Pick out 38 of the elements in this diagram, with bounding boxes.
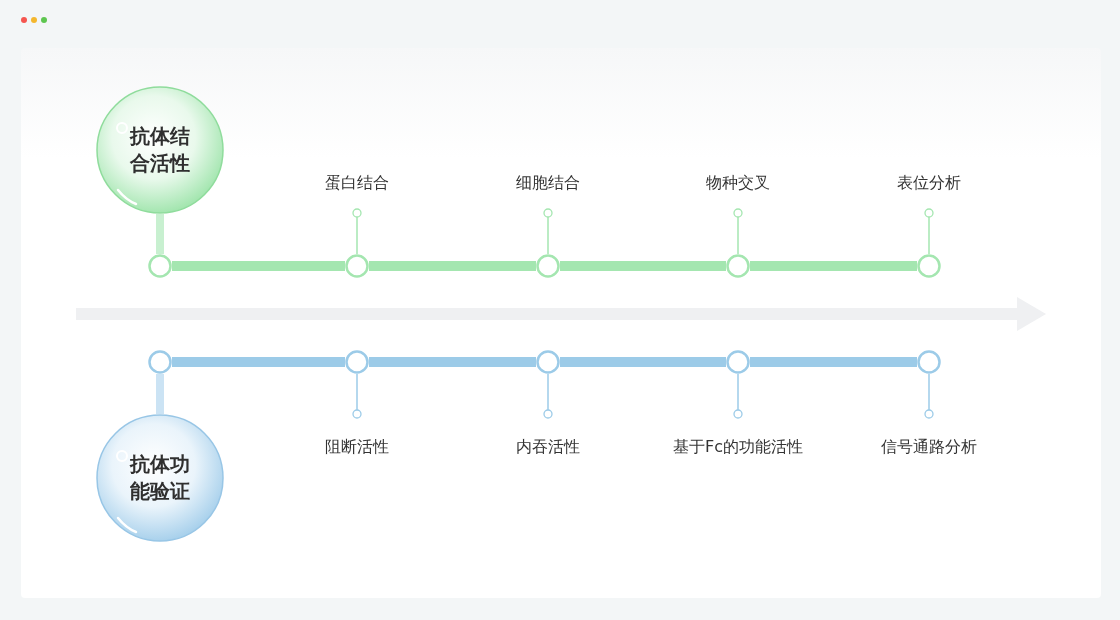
timeline-bar	[750, 357, 917, 367]
timeline-bar	[750, 261, 917, 271]
timeline-bar	[369, 261, 536, 271]
milestone-circle	[917, 254, 941, 278]
timeline-bar	[172, 261, 345, 271]
bubble-stem	[156, 214, 164, 254]
milestone-circle	[536, 350, 560, 374]
bubble-stem	[156, 374, 164, 414]
milestone-label: 细胞结合	[468, 173, 628, 213]
stem-line	[733, 373, 743, 419]
milestone-circle	[726, 350, 750, 374]
start-circle	[148, 350, 172, 374]
stem-line	[543, 373, 553, 419]
timeline-bar	[172, 357, 345, 367]
stem-line	[352, 208, 362, 255]
stem-line	[352, 373, 362, 419]
milestone-label: 信号通路分析	[849, 414, 1009, 458]
milestone-label: 蛋白结合	[277, 173, 437, 213]
start-circle	[148, 254, 172, 278]
milestone-label: 物种交叉	[658, 173, 818, 213]
milestone-circle	[536, 254, 560, 278]
stem-line	[733, 208, 743, 255]
milestone-circle	[345, 350, 369, 374]
milestone-circle	[726, 254, 750, 278]
timeline-bar	[560, 261, 726, 271]
category-bubble: 抗体结合活性	[96, 86, 224, 214]
milestone-label: 基于Fc的功能活性	[658, 414, 818, 458]
stem-line	[924, 208, 934, 255]
milestone-circle	[917, 350, 941, 374]
stem-line	[924, 373, 934, 419]
timeline-bar	[560, 357, 726, 367]
category-bubble: 抗体功能验证	[96, 414, 224, 542]
timeline-bar	[369, 357, 536, 367]
milestone-label: 阻断活性	[277, 414, 437, 458]
milestone-circle	[345, 254, 369, 278]
milestone-label: 表位分析	[849, 173, 1009, 213]
stem-line	[543, 208, 553, 255]
milestone-label: 内吞活性	[468, 414, 628, 458]
